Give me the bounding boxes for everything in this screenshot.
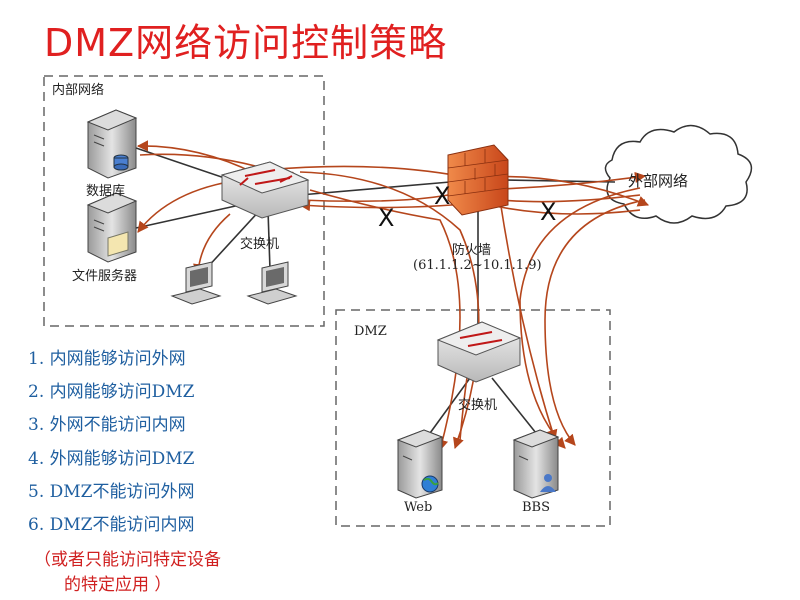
blocked-mark-1: X: [378, 204, 394, 232]
dmz-switch-label: 交换机: [458, 394, 497, 413]
workstation-1-icon: [172, 262, 220, 304]
database-server-icon: [88, 110, 136, 178]
policy-item-2: 2. 内网能够访问DMZ: [28, 377, 194, 402]
dmz-zone-label: DMZ: [354, 324, 387, 339]
external-network-label: 外部网络: [628, 170, 688, 191]
workstation-2-icon: [248, 262, 296, 304]
web-server-icon: [398, 430, 442, 498]
page-title: DMZ网络访问控制策略: [44, 12, 447, 67]
internal-zone-label: 内部网络: [52, 79, 104, 98]
file-server-label: 文件服务器: [72, 265, 137, 284]
policy-item-6: 6. DMZ不能访问内网: [28, 510, 194, 535]
policy-item-1: 1. 内网能够访问外网: [28, 344, 186, 369]
policy-item-4: 4. 外网能够访问DMZ: [28, 444, 194, 469]
web-server-label: Web: [404, 500, 432, 515]
blocked-mark-2: X: [434, 182, 450, 210]
firewall-label: 防火墙: [452, 239, 491, 258]
internal-switch-label: 交换机: [240, 233, 279, 252]
policy-item-3: 3. 外网不能访问内网: [28, 410, 186, 435]
internal-switch-icon: [222, 162, 308, 218]
database-label: 数据库: [86, 180, 125, 199]
policy-note-line-2: 的特定应用 ）: [64, 570, 171, 595]
bbs-server-icon: [514, 430, 558, 498]
firewall-ip-label: (61.1.1.2~10.1.1.9): [413, 258, 542, 273]
dmz-switch-icon: [438, 322, 520, 382]
firewall-icon: [448, 145, 508, 215]
policy-note-line-1: （或者只能访问特定设备: [34, 545, 221, 570]
file-server-icon: [88, 193, 136, 262]
blocked-mark-3: X: [540, 198, 556, 226]
policy-item-5: 5. DMZ不能访问外网: [28, 477, 194, 502]
bbs-server-label: BBS: [522, 500, 550, 515]
